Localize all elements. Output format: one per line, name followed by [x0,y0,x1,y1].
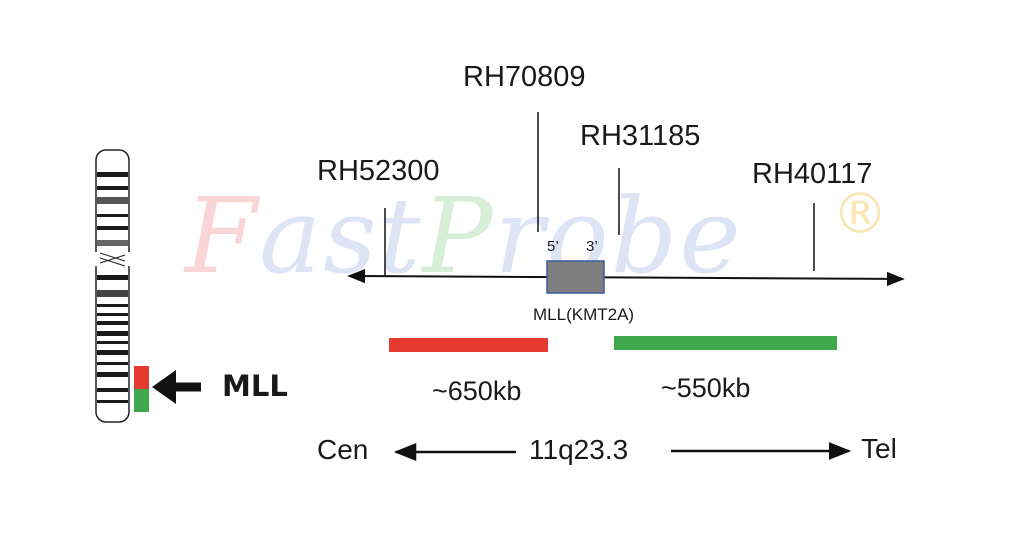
centromere-label: Cen [317,434,369,465]
marker-rh31185-label: RH31185 [580,120,701,152]
three-prime-label: 3’ [586,238,598,255]
red-probe-bar [389,338,548,352]
right-probe-size-label: ~550kb [661,373,751,403]
left-probe-size-label: ~650kb [432,376,522,406]
band-label: 11q23.3 [529,434,629,465]
marker-rh52300-label: RH52300 [317,155,440,187]
mll-chromosome-label: MLL [222,369,288,403]
telomere-label: Tel [861,433,897,464]
marker-rh70809-label: RH70809 [463,61,586,93]
marker-rh40117-label: RH40117 [752,158,873,190]
genomic-axis-line [347,268,905,287]
chromosome-ideogram [94,149,149,423]
gene-name-label: MLL(KMT2A) [533,305,635,324]
mll-pointer-arrow [152,370,201,404]
green-probe-bar [614,336,837,350]
registered-mark: ® [832,182,888,247]
mll-gene-box [546,260,605,294]
five-prime-label: 5’ [547,238,559,255]
